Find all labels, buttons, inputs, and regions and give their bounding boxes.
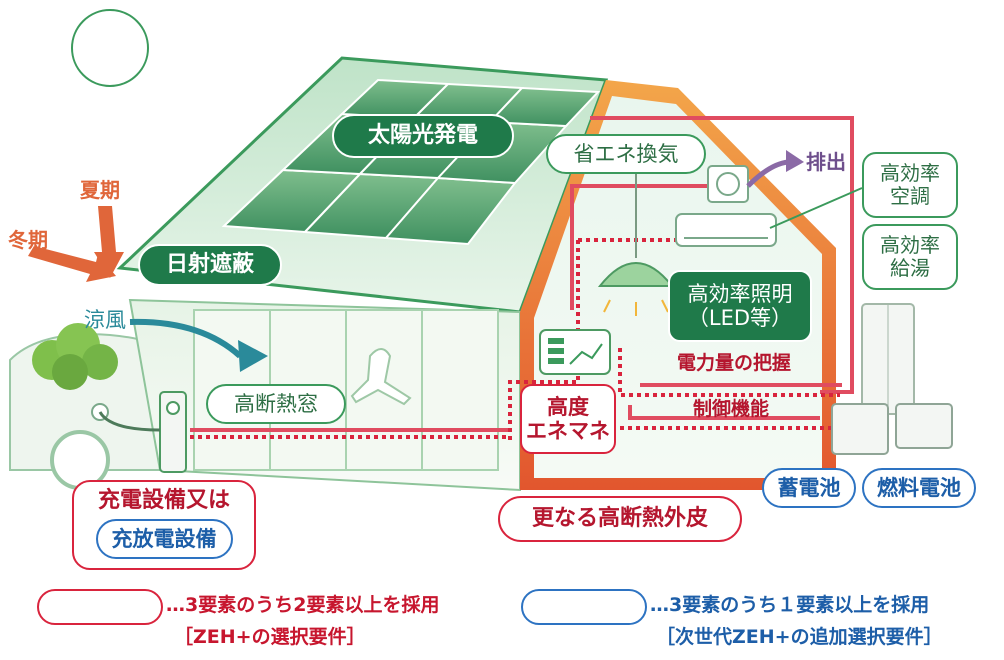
fuel-cell-label: 燃料電池 xyxy=(862,468,976,508)
solar-power-label: 太陽光発電 xyxy=(332,114,514,158)
legend-red-text-line1: …3要素のうち2要素以上を採用 xyxy=(166,594,440,617)
exhaust-arrow-icon xyxy=(746,159,789,188)
ems-label-line1: 高度 xyxy=(547,394,589,419)
lighting-label-line2: （LED等） xyxy=(687,306,793,330)
ventilation-label: 省エネ換気 xyxy=(546,134,706,174)
water-heater-icon xyxy=(861,303,915,415)
charging-equipment-label: 充電設備又は 充放電設備 xyxy=(72,480,256,570)
water-heater-label: 高効率 給湯 xyxy=(862,224,958,290)
ventilation-fan-icon xyxy=(707,165,749,203)
aircon-label-line2: 空調 xyxy=(890,184,930,208)
battery-unit-icon xyxy=(831,403,953,455)
charging-equipment-line1: 充電設備又は xyxy=(97,488,230,513)
power-monitoring-label: 電力量の把握 xyxy=(676,352,791,375)
person-icon xyxy=(350,348,412,406)
hems-monitor-icon xyxy=(539,329,611,375)
exhaust-arrowhead-icon xyxy=(786,150,804,172)
ems-label-line2: エネマネ xyxy=(526,419,610,443)
ems-label: 高度 エネマネ xyxy=(520,384,616,454)
charge-discharge-pill: 充放電設備 xyxy=(95,519,233,560)
lighting-label: 高効率照明 （LED等） xyxy=(668,270,812,342)
charging-station-icon xyxy=(98,391,187,473)
control-function-label: 制御機能 xyxy=(692,398,769,421)
lighting-label-line1: 高効率照明 xyxy=(687,281,793,306)
breeze-arrow-icon xyxy=(129,318,268,372)
sunlight-arrows-icon xyxy=(28,206,124,282)
summer-label: 夏期 xyxy=(80,177,120,202)
solar-shading-label: 日射遮蔽 xyxy=(138,244,282,286)
water-heater-label-line1: 高効率 xyxy=(880,233,940,257)
tree-icon xyxy=(32,323,118,390)
legend-red-text-line2: ［ZEH+の選択要件］ xyxy=(174,626,366,649)
legend-red-swatch xyxy=(37,589,163,625)
aircon-label: 高効率 空調 xyxy=(862,152,958,218)
legend-blue-text-line1: …3要素のうち１要素以上を採用 xyxy=(650,594,930,617)
legend-blue-swatch xyxy=(521,589,647,625)
envelope-label: 更なる高断熱外皮 xyxy=(498,496,742,542)
sun-icon xyxy=(71,9,149,87)
aircon-label-line1: 高効率 xyxy=(880,161,940,185)
air-conditioner-icon xyxy=(675,187,863,247)
energy-lines xyxy=(190,116,854,432)
winter-label: 冬期 xyxy=(8,227,48,252)
storage-battery-label: 蓄電池 xyxy=(762,468,856,508)
water-heater-label-line2: 給湯 xyxy=(890,256,930,280)
legend-blue-text-line2: ［次世代ZEH+の追加選択要件］ xyxy=(656,626,943,649)
breeze-label: 涼風 xyxy=(84,307,126,332)
window-label: 高断熱窓 xyxy=(206,384,346,424)
exhaust-label: 排出 xyxy=(806,149,846,174)
dotted-control-lines xyxy=(190,238,840,440)
